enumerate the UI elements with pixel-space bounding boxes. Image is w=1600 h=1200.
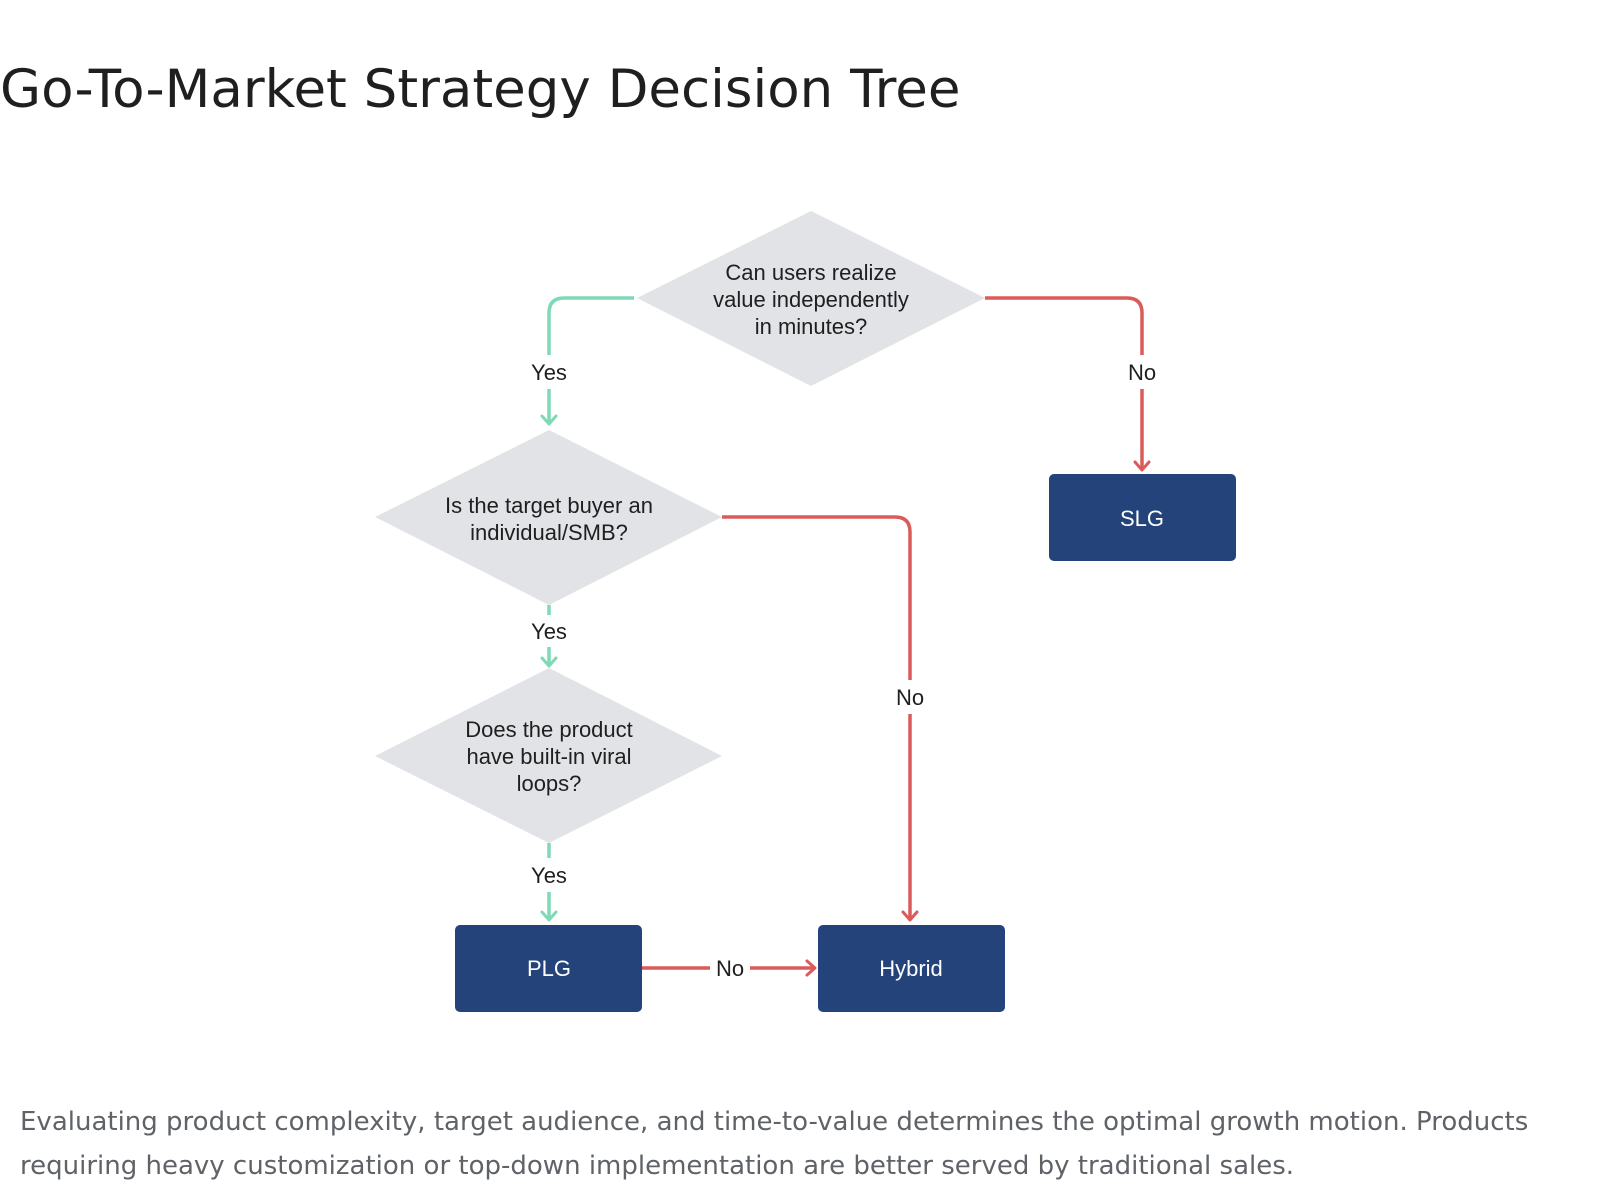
outcome-slg: SLG — [1049, 474, 1236, 561]
edge-label-plg-no: No — [716, 956, 744, 981]
outcome-hybrid: Hybrid — [818, 925, 1005, 1012]
edge-q1-no-to-slg — [985, 296, 1151, 472]
decision-q1-line-2: value independently — [713, 287, 909, 312]
edge-label-q3-yes: Yes — [531, 863, 567, 888]
decision-q1-line-3: in minutes? — [755, 314, 868, 339]
edge-label-q1-no: No — [1128, 360, 1156, 385]
edge-q1-yes-to-q2 — [540, 296, 634, 426]
outcome-box — [818, 925, 1005, 1012]
edge-q2-no-to-hybrid — [722, 515, 919, 922]
decision-q3-line-2: have built-in viral — [466, 744, 631, 769]
outcome-box — [455, 925, 642, 1012]
decision-tree-diagram: Yes No Yes No Yes No Can users realize v… — [375, 211, 1236, 1012]
decision-q2-line-1: Is the target buyer an — [445, 493, 653, 518]
edge-label-q1-yes: Yes — [531, 360, 567, 385]
decision-diamond — [637, 211, 985, 386]
decision-q1: Can users realize value independently in… — [637, 211, 985, 386]
edge-label-q2-no: No — [896, 685, 924, 710]
decision-q1-line-1: Can users realize — [725, 260, 896, 285]
edge-label-q2-yes: Yes — [531, 619, 567, 644]
outcome-plg: PLG — [455, 925, 642, 1012]
decision-q3-line-1: Does the product — [465, 717, 633, 742]
decision-q3: Does the product have built-in viral loo… — [375, 668, 722, 843]
outcome-plg-label: PLG — [527, 956, 571, 981]
page-title: Go-To-Market Strategy Decision Tree — [0, 59, 961, 120]
decision-q2-line-2: individual/SMB? — [470, 520, 628, 545]
diagram-caption: Evaluating product complexity, target au… — [20, 1107, 1529, 1181]
decision-q3-line-3: loops? — [517, 771, 582, 796]
outcome-slg-label: SLG — [1120, 506, 1164, 531]
decision-diamond — [375, 430, 722, 605]
decision-q2: Is the target buyer an individual/SMB? — [375, 430, 722, 605]
outcome-box — [1049, 474, 1236, 561]
outcome-hybrid-label: Hybrid — [879, 956, 943, 981]
decision-diamond — [375, 668, 722, 843]
